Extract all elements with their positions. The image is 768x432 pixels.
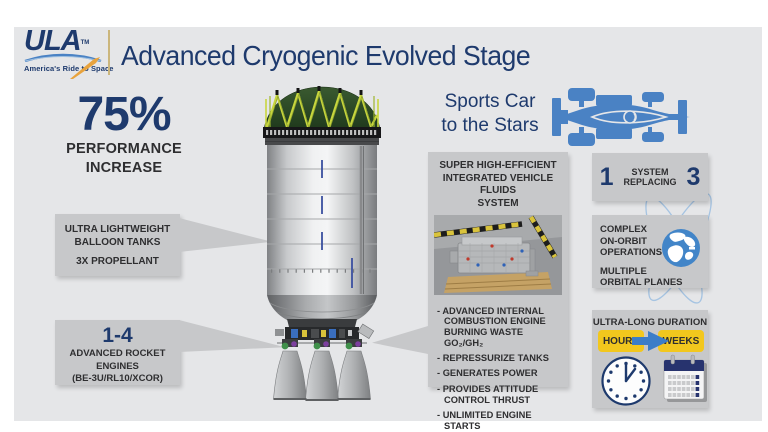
ivf-bullet-2: REPRESSURIZE TANKS [437, 353, 561, 364]
calendar-icon [662, 354, 708, 409]
engines-line-2: (BE-3U/RL10/XCOR) [72, 373, 163, 384]
ula-logo: ULATM America's Ride to Space [24, 25, 114, 79]
system-replacing-label: SYSTEM REPLACING [623, 167, 676, 188]
race-car-icon [552, 88, 692, 151]
tanks-line-1: ULTRA LIGHTWEIGHT [64, 224, 171, 235]
ivf-bullet-1: ADVANCED INTERNAL COMBUSTION ENGINE BURN… [437, 306, 561, 349]
orbit-line-1: COMPLEX [600, 224, 647, 235]
trademark-symbol: TM [80, 40, 90, 46]
ultra-long-duration-panel: ULTRA-LONG DURATION HOURS WEEKS [592, 310, 708, 408]
logo-tagline: America's Ride to Space [24, 64, 114, 73]
rocket-stage-illustration [263, 86, 381, 401]
system-replacing-panel: 1 SYSTEM REPLACING 3 [592, 153, 708, 201]
orbit-line-4: MULTIPLE [600, 265, 647, 277]
performance-stat: 75% PERFORMANCE INCREASE [45, 90, 203, 178]
on-orbit-operations-panel: COMPLEX ON-ORBIT OPERATIONS MULTIPLE ORB… [592, 215, 708, 288]
ivf-bullet-3: GENERATES POWER [437, 368, 561, 379]
orbit-line-2: ON-ORBIT [600, 235, 647, 247]
ivf-bullet-list: ADVANCED INTERNAL COMBUSTION ENGINE BURN… [428, 295, 568, 431]
ivf-title-line-3: SYSTEM [477, 197, 519, 209]
engines-line-1: ADVANCED ROCKET ENGINES [69, 348, 166, 372]
ula-logo-text: ULA [24, 25, 82, 57]
header-divider [108, 30, 110, 75]
ivf-title-line-2: INTEGRATED VEHICLE FLUIDS [442, 172, 554, 197]
tanks-line-2: BALLOON TANKS [74, 237, 161, 248]
orbit-line-3: OPERATIONS [600, 247, 663, 258]
ula-logo-wordmark: ULATM [24, 25, 114, 79]
performance-value: 75% [77, 88, 171, 141]
ivf-title-line-1: SUPER HIGH-EFFICIENT [439, 160, 557, 171]
system-label-line-2: REPLACING [623, 177, 677, 187]
ivf-bullet-4: PROVIDES ATTITUDE CONTROL THRUST [437, 384, 561, 406]
tanks-line-3: 3X PROPELLANT [76, 256, 159, 267]
truss-zigzag [265, 87, 378, 131]
orbit-line-5: ORBITAL PLANES [600, 277, 683, 288]
system-replacing-right-number: 3 [686, 162, 701, 191]
performance-label-1: PERFORMANCE [66, 141, 182, 157]
duration-title: ULTRA-LONG DURATION [592, 317, 708, 328]
sports-car-caption: Sports Car to the Stars [432, 90, 548, 138]
ivf-engine-photo [433, 215, 562, 295]
ivf-title: SUPER HIGH-EFFICIENT INTEGRATED VEHICLE … [428, 152, 568, 210]
performance-label-2: INCREASE [85, 160, 163, 176]
engines-count: 1-4 [102, 324, 133, 347]
gold-arrow-icon [70, 57, 100, 79]
ivf-system-panel: SUPER HIGH-EFFICIENT INTEGRATED VEHICLE … [428, 152, 568, 431]
globe-icon [661, 228, 701, 273]
page-title: Advanced Cryogenic Evolved Stage [121, 40, 531, 71]
weeks-badge: WEEKS [658, 330, 704, 352]
clock-icon [600, 355, 652, 412]
callout-rocket-engines: 1-4 ADVANCED ROCKET ENGINES (BE-3U/RL10/… [55, 320, 180, 385]
system-replacing-left-number: 1 [599, 162, 614, 191]
sports-car-line-1: Sports Car [444, 91, 536, 112]
engine-machinery [281, 339, 362, 350]
callout-balloon-tanks: ULTRA LIGHTWEIGHT BALLOON TANKS 3X PROPE… [55, 214, 180, 276]
system-label-line-1: SYSTEM [631, 166, 669, 177]
engine-nozzles [273, 350, 371, 401]
aft-dome [267, 295, 377, 322]
sports-car-line-2: to the Stars [441, 115, 539, 136]
ivf-bullet-5: UNLIMITED ENGINE STARTS [437, 410, 561, 432]
right-arrow-icon [632, 331, 670, 356]
hours-badge: HOURS [598, 330, 644, 352]
